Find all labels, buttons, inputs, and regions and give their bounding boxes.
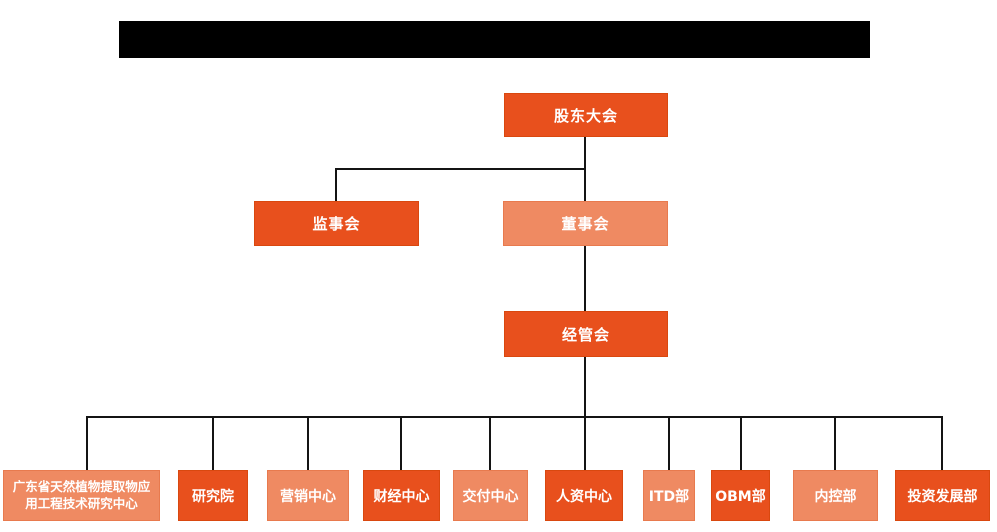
connector-department-rail xyxy=(86,416,943,418)
connector-drop-dept-8 xyxy=(834,416,836,470)
connector-drop-dept-0 xyxy=(86,416,88,470)
node-dept-delivery-center: 交付中心 xyxy=(453,470,528,521)
node-dept-internal-control: 内控部 xyxy=(793,470,878,521)
connector-drop-dept-6 xyxy=(668,416,670,470)
node-dept-research-center: 广东省天然植物提取物应用工程技术研究中心 xyxy=(3,470,160,521)
redacted-title-bar xyxy=(119,21,870,58)
connector-branch-supervisors xyxy=(335,168,586,170)
node-shareholders-meeting: 股东大会 xyxy=(504,93,668,137)
node-dept-finance-center: 财经中心 xyxy=(363,470,440,521)
node-dept-hr-center: 人资中心 xyxy=(545,470,623,521)
connector-drop-dept-1 xyxy=(212,416,214,470)
node-management-committee: 经管会 xyxy=(504,311,668,357)
node-dept-investment-development: 投资发展部 xyxy=(895,470,990,521)
node-board-of-supervisors: 监事会 xyxy=(254,201,419,246)
node-dept-marketing-center: 营销中心 xyxy=(267,470,349,521)
connector-board-to-mgmt xyxy=(584,246,586,311)
connector-drop-dept-3 xyxy=(400,416,402,470)
connector-drop-supervisors xyxy=(335,168,337,201)
connector-drop-dept-7 xyxy=(740,416,742,470)
connector-drop-dept-4 xyxy=(489,416,491,470)
node-board-of-directors: 董事会 xyxy=(503,201,668,246)
node-dept-itd: ITD部 xyxy=(643,470,695,521)
connector-mgmt-stem xyxy=(584,357,586,470)
connector-drop-dept-2 xyxy=(307,416,309,470)
node-dept-research-institute: 研究院 xyxy=(178,470,248,521)
node-dept-obm: OBM部 xyxy=(711,470,770,521)
connector-drop-dept-9 xyxy=(941,416,943,470)
